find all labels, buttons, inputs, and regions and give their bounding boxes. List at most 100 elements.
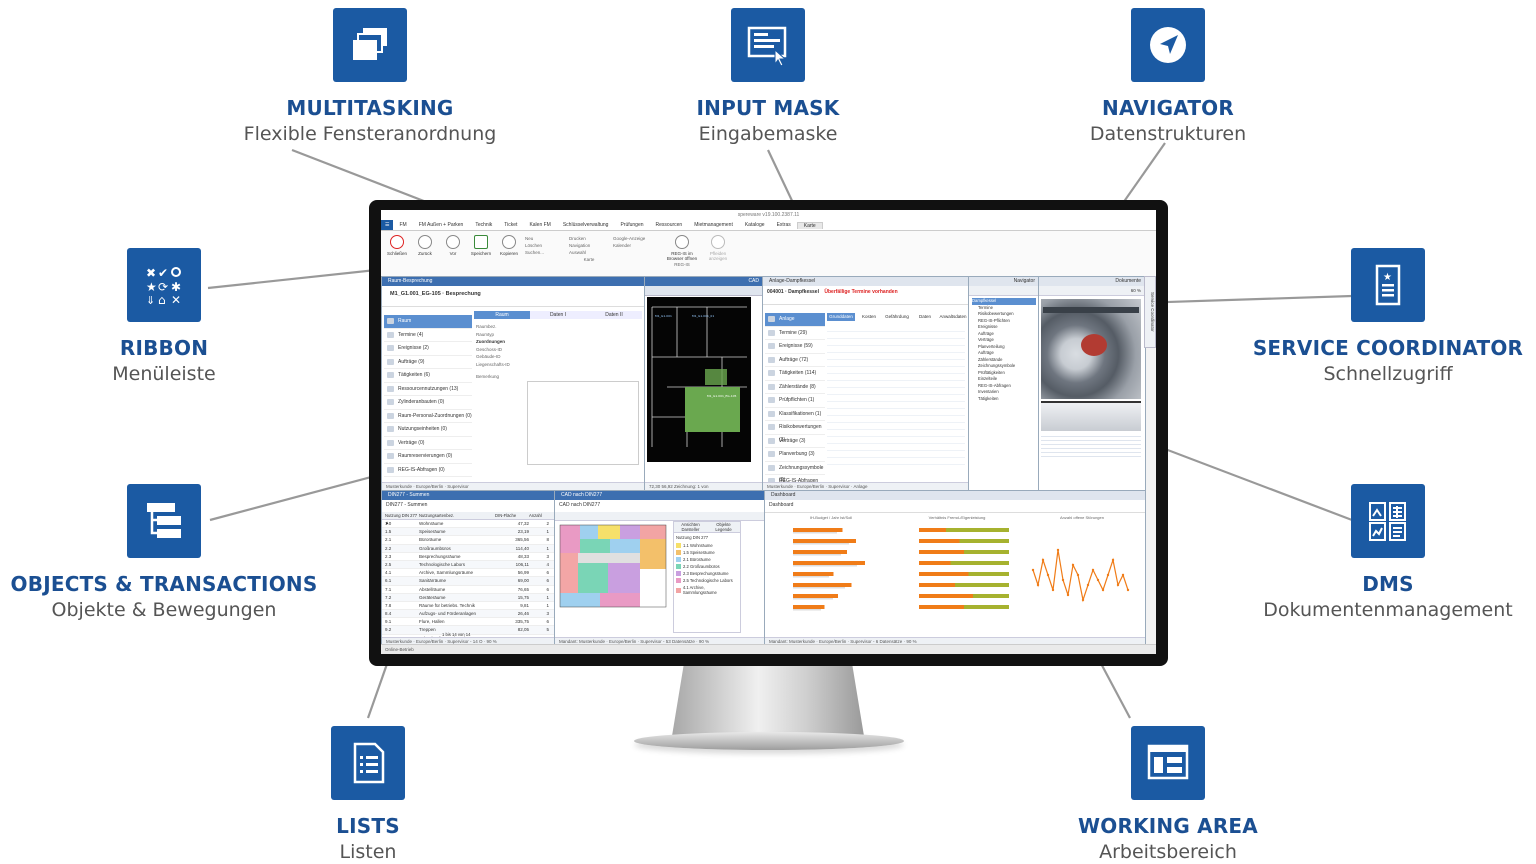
service-coordinator-tab[interactable]: Service Coordinator [1144,276,1156,348]
sidebar-item[interactable]: Ereignisse (2) [384,342,472,356]
tab-fm-aussen[interactable]: FM Außen + Parken [418,222,464,228]
tree-item[interactable]: REG-IS-Abfragen [978,382,1011,388]
tree-item[interactable]: Termine [978,304,993,310]
sidebar-item[interactable]: Risikobewertungen (3) [765,421,825,443]
column-header[interactable]: Nutzungsartenbez. [419,513,455,518]
remark-box[interactable] [527,381,639,465]
legend-tab[interactable]: Darsteller [681,527,700,532]
legend-item[interactable]: 2.3 Besprechungsräume [674,570,740,577]
delete-button[interactable]: Löschen [525,243,543,248]
tree-item[interactable]: Risikobewertungen [978,311,1014,316]
legend-item[interactable]: 4.1 Archive, Sammlungsräume [674,584,740,596]
tree-item[interactable]: Verträge [978,337,994,342]
tree-item[interactable]: Zählerstände [978,356,1003,362]
tab-kalen[interactable]: Kalen FM [529,222,551,228]
tab-kosten[interactable]: Kosten [861,314,876,319]
tab-extras[interactable]: Extras [776,222,791,228]
sidebar-item[interactable]: Nutzungseinheiten (0) [384,423,472,437]
selection-button[interactable]: Auswahl [569,250,587,255]
tab-daten[interactable]: Daten [918,314,931,319]
column-header[interactable]: Anzahl [529,513,542,518]
show-pfleiden-button[interactable]: Pfleiden anzeigen [703,235,733,261]
tab-gefaehrdung[interactable]: Gefährdung [885,314,909,319]
legend-tab[interactable]: Ansichten [681,522,700,527]
tree-item[interactable]: Inventarien [978,389,999,394]
tree-item[interactable]: REG-IS-Pflichten [978,317,1010,323]
tree-item[interactable]: Zeichnungssymbole [978,363,1016,368]
sidebar-item[interactable]: Aufträge (9) [384,356,472,369]
sidebar-item[interactable]: Verträge (3) [765,435,825,448]
forward-button[interactable]: Vor [441,235,465,256]
tab-mietmanagement[interactable]: Mietmanagement [694,222,733,228]
colored-floor-plan[interactable] [558,521,668,631]
sidebar-item[interactable]: Termine (29) [765,327,825,340]
sidebar-item[interactable]: Prüfpflichten (1) [765,394,825,408]
tree-item[interactable]: Ereignisse [978,324,998,329]
tab-technik[interactable]: Technik [475,222,493,228]
save-button[interactable]: Speichern [469,235,493,256]
tab-ressourcen[interactable]: Ressourcen [655,222,683,228]
new-button[interactable]: Neu [525,236,534,241]
sidebar-item[interactable]: Klassifikationen (1) [765,408,825,421]
tab-fm[interactable]: FM [399,222,407,228]
tab-anwaltsdaten[interactable]: Anwaltsdaten [939,314,967,319]
legend-item[interactable]: 1.5 Speiseräume [674,549,740,556]
tree-item[interactable]: Prüftätigkeiten [978,369,1005,375]
tree-item[interactable]: Einzelteile [978,376,998,381]
document-photo[interactable] [1041,299,1141,399]
tree-item[interactable]: Aufträge [978,350,994,355]
file-menu[interactable]: ☰ [381,220,394,230]
sidebar-item[interactable]: Raum [384,315,472,329]
sidebar-item[interactable]: Planverbung (3) [765,448,825,462]
legend-tab[interactable]: Legende [715,527,732,532]
copy-button[interactable]: Kopieren [497,235,521,256]
tab-ticket[interactable]: Ticket [504,222,518,228]
column-header[interactable]: DIN-Fläche [495,513,517,518]
tree-item[interactable]: Aufträge [978,330,994,336]
legend-item[interactable]: 2.1 Büroräume [674,556,740,563]
print-button[interactable]: Drucken [569,236,586,241]
column-header[interactable]: Nutzung DIN 277 ▲ [385,513,418,525]
navigation-button[interactable]: Navigation [569,243,591,248]
sidebar-item[interactable]: Verträge (0) [384,437,472,450]
legend-item[interactable]: 2.2 Großraumbüros [674,563,740,570]
sidebar-item[interactable]: Termine (4) [384,329,472,342]
sidebar-item[interactable]: Tätigkeiten (6) [384,369,472,383]
tab-karte[interactable]: Karte [796,221,823,229]
tab-daten-1[interactable]: Daten I [530,311,586,319]
sidebar-item[interactable]: Raum-Personal-Zuordnungen (0) [384,410,472,423]
tab-schluessel[interactable]: Schlüsselverwaltung [562,222,609,228]
search-button[interactable]: Suchen... [525,250,545,255]
tab-daten-2[interactable]: Daten II [586,311,642,319]
calendar-button[interactable]: Kalender [613,243,632,248]
tab-raum[interactable]: Raum [474,311,530,319]
tab-pruefungen[interactable]: Prüfungen [620,222,644,228]
sidebar-item[interactable]: REG-IS-Abfragen (0) [384,464,472,477]
sidebar-item[interactable]: Tätigkeiten (114) [765,367,825,381]
sidebar-item[interactable]: Ereignisse (59) [765,340,825,354]
legend-tab[interactable]: Objekte [716,522,731,527]
sidebar-item[interactable]: Anlage [765,313,825,327]
legend-item[interactable]: 1.1 Wohnräume [674,542,740,549]
sidebar-item[interactable]: Zeichnungssymbole (0) [765,462,825,483]
back-button[interactable]: Zurück [413,235,437,256]
tab-grunddaten[interactable]: Grunddaten [827,313,855,321]
tree-item[interactable]: Planverteilung [978,343,1005,349]
legend-item[interactable]: 2.5 Technologische Labors [674,577,740,584]
